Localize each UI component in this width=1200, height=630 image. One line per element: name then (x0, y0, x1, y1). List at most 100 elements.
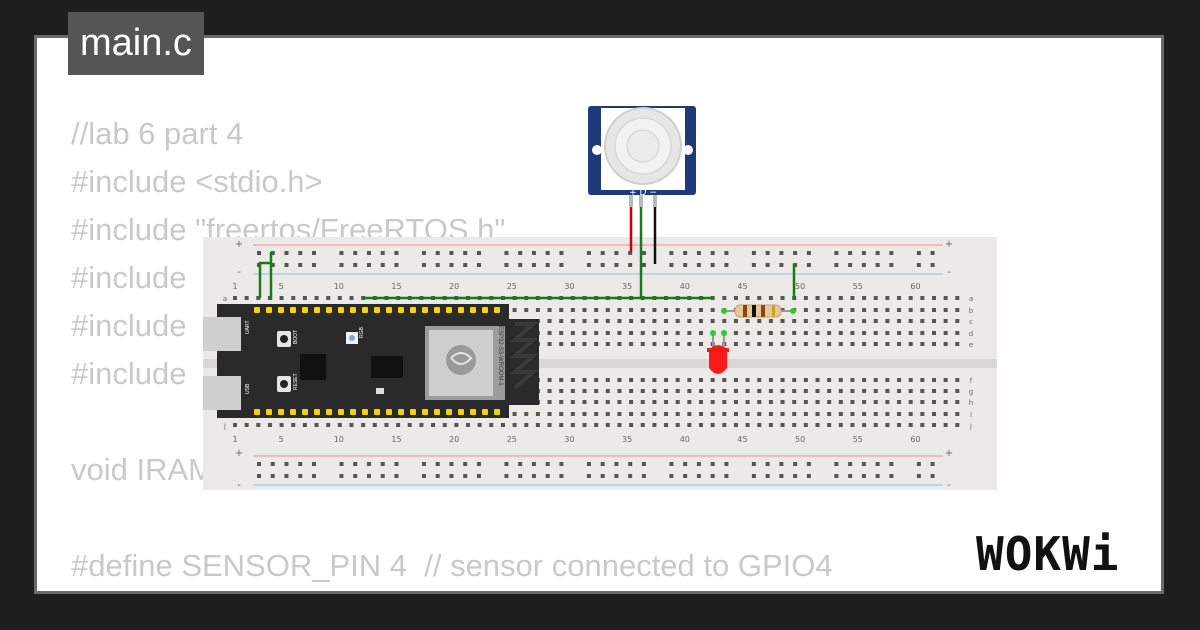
breadboard-hole (652, 423, 657, 427)
breadboard-hole (897, 412, 902, 416)
breadboard-hole (779, 263, 784, 267)
breadboard-hole (284, 263, 289, 267)
esp32-pin (350, 307, 356, 313)
breadboard-hole (768, 331, 773, 335)
breadboard-hole (421, 474, 426, 478)
esp32-pin (470, 307, 476, 313)
breadboard-hole (594, 319, 599, 323)
column-label: 35 (622, 282, 632, 291)
breadboard-hole (545, 474, 550, 478)
usb-port (203, 376, 241, 410)
breadboard-hole (792, 400, 797, 404)
breadboard-hole (848, 251, 853, 255)
usb-label: USB (245, 383, 251, 394)
breadboard-hole (617, 389, 622, 393)
breadboard-hole (765, 251, 770, 255)
breadboard-hole (582, 389, 587, 393)
breadboard-hole (614, 251, 619, 255)
breadboard-hole (815, 308, 820, 312)
breadboard-hole (629, 319, 634, 323)
breadboard-hole (518, 251, 523, 255)
breadboard-hole (512, 423, 517, 427)
row-label: e (969, 341, 973, 349)
breadboard-hole (617, 331, 622, 335)
breadboard-hole (518, 462, 523, 466)
column-label: 10 (334, 435, 344, 444)
breadboard-hole (930, 251, 935, 255)
breadboard-hole (792, 319, 797, 323)
breadboard-hole (768, 378, 773, 382)
breadboard-hole (862, 412, 867, 416)
esp32-pin (410, 307, 416, 313)
breadboard-hole (848, 462, 853, 466)
breadboard-hole (617, 400, 622, 404)
file-tab[interactable]: main.c (68, 12, 204, 75)
breadboard-hole (339, 462, 344, 466)
wokwi-logo: WOKWi (976, 527, 1120, 581)
breadboard-hole (326, 296, 331, 300)
breadboard-hole (932, 400, 936, 404)
breadboard-hole (640, 319, 645, 323)
column-label: 45 (737, 435, 747, 444)
breadboard-hole (838, 331, 843, 335)
breadboard-hole (431, 423, 436, 427)
breadboard-hole (353, 251, 358, 255)
column-label: 30 (564, 282, 574, 291)
breadboard-hole (559, 308, 564, 312)
breadboard-hole (504, 263, 509, 267)
breadboard-hole (834, 263, 839, 267)
breadboard-hole (570, 412, 575, 416)
breadboard-hole (524, 412, 529, 416)
breadboard-hole (827, 389, 832, 393)
esp32-pin (398, 307, 404, 313)
breadboard-hole (699, 400, 703, 404)
breadboard-hole (547, 319, 552, 323)
breadboard-hole (449, 251, 454, 255)
breadboard-hole (463, 251, 468, 255)
breadboard-hole (570, 400, 575, 404)
rail-plus-label: + (235, 239, 243, 250)
breadboard-hole (339, 474, 344, 478)
breadboard-hole (298, 251, 303, 255)
module-label: ESP32-S3-WROOM-1 (497, 326, 503, 386)
breadboard-hole (838, 389, 843, 393)
breadboard-hole (827, 296, 832, 300)
breadboard-hole (349, 423, 354, 427)
breadboard-hole (780, 378, 785, 382)
breadboard-hole (768, 296, 773, 300)
column-label: 15 (391, 282, 401, 291)
esp32-board[interactable]: UART USB BOOT RESET RGB ESP32-S3-WROOM-1 (203, 304, 539, 418)
breadboard-hole (512, 412, 517, 416)
breadboard-hole (757, 296, 762, 300)
breadboard-hole (955, 308, 960, 312)
led[interactable] (707, 330, 729, 374)
breadboard-hole (768, 423, 773, 427)
breadboard-hole (518, 263, 523, 267)
breadboard-hole (908, 378, 913, 382)
pir-sensor[interactable]: + D − (588, 106, 696, 207)
breadboard-hole (449, 462, 454, 466)
breadboard-hole (582, 308, 587, 312)
breadboard-hole (652, 319, 657, 323)
breadboard-hole (664, 400, 669, 404)
rail-minus-label: - (237, 267, 241, 278)
breadboard-hole (943, 319, 948, 323)
rail-minus-label: - (237, 480, 241, 490)
breadboard-hole (889, 263, 894, 267)
breadboard-hole (920, 389, 925, 393)
breadboard-hole (699, 389, 703, 393)
column-label: 55 (853, 435, 863, 444)
breadboard-hole (524, 423, 529, 427)
breadboard-hole (955, 378, 960, 382)
esp32-pin (302, 307, 308, 313)
breadboard-hole (270, 462, 275, 466)
breadboard-hole (943, 400, 948, 404)
breadboard-hole (724, 251, 729, 255)
breadboard-hole (683, 251, 688, 255)
breadboard-hole (629, 400, 634, 404)
breadboard-hole (605, 319, 610, 323)
resistor[interactable] (721, 304, 796, 318)
breadboard-hole (897, 342, 902, 346)
esp32-pin (446, 409, 452, 415)
breadboard-hole (943, 378, 948, 382)
